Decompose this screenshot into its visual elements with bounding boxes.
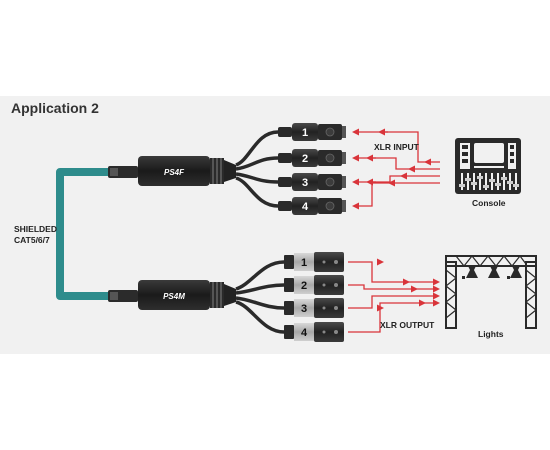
- ps4f-xlr-4: 4: [278, 197, 346, 215]
- ps4m-channel-4: 4: [301, 327, 308, 339]
- ps4m-channel-3: 3: [301, 303, 307, 315]
- ps4f-channel-2: 2: [302, 153, 308, 165]
- lights-label: Lights: [478, 329, 504, 339]
- console-label: Console: [472, 198, 506, 208]
- diagram-title: Application 2: [11, 100, 99, 116]
- ps4f-xlr-3: 3: [278, 173, 346, 191]
- cable-label: SHIELDED CAT5/6/7: [12, 222, 57, 248]
- ps4f-box-label: PS4F: [164, 168, 185, 177]
- ps4m-channel-2: 2: [301, 280, 307, 292]
- ps4f-box: [138, 156, 210, 186]
- xlr-input-arrowheads: [352, 128, 431, 210]
- ps4f-xlr-1: 1: [278, 123, 346, 141]
- ps4m-xlr-4: 4: [284, 322, 344, 342]
- ps4f-snake: PS4F: [108, 130, 279, 208]
- ps4m-box: [138, 280, 210, 310]
- ps4m-xlr-3: 3: [284, 298, 344, 318]
- xlr-output-arrowheads: [377, 258, 440, 312]
- stage-light-icons: [462, 266, 522, 279]
- ps4m-box-label: PS4M: [163, 292, 185, 301]
- cat-cable: [56, 168, 108, 300]
- ps4m-snake: PS4M: [108, 260, 285, 334]
- ps4m-xlr-1: 1: [284, 252, 344, 272]
- ps4f-xlr-2: 2: [278, 149, 346, 167]
- ps4f-channel-4: 4: [302, 201, 309, 213]
- ps4f-channel-3: 3: [302, 177, 308, 189]
- ps4f-channel-1: 1: [302, 127, 308, 139]
- xlr-output-label: XLR OUTPUT: [380, 320, 435, 330]
- xlr-input-label: XLR INPUT: [374, 142, 420, 152]
- ps4m-channel-1: 1: [301, 257, 307, 269]
- ps4m-xlr-2: 2: [284, 275, 344, 295]
- cable-label-line1: SHIELDED: [14, 224, 57, 234]
- cable-label-line2: CAT5/6/7: [14, 235, 50, 245]
- console-icon: [455, 138, 521, 194]
